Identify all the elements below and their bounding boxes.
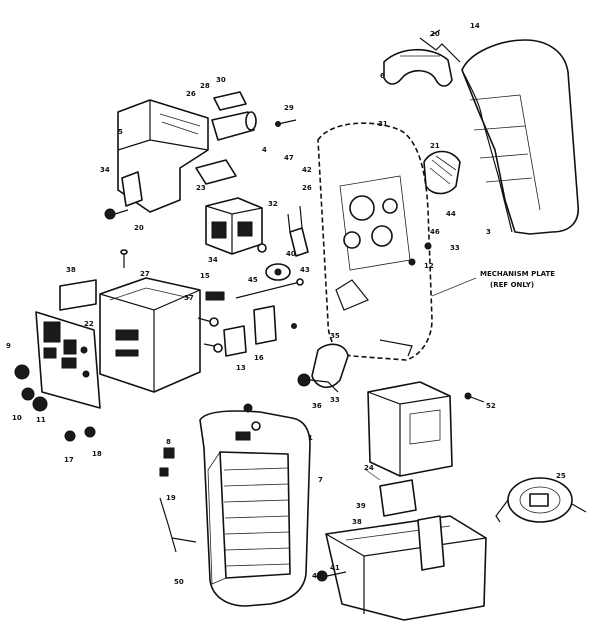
callout: 31	[378, 120, 388, 128]
callout: 29	[284, 104, 294, 112]
callout: 40	[286, 250, 296, 258]
callout: 9	[6, 342, 11, 350]
callout: 23	[196, 184, 206, 192]
side-bracket	[121, 171, 143, 207]
terminals	[197, 291, 225, 353]
callout: 20	[134, 224, 144, 232]
callout: 21	[430, 142, 440, 150]
callout: 33	[450, 244, 460, 252]
callout: 38	[66, 266, 76, 274]
callout: 37	[184, 294, 194, 302]
control-box	[99, 277, 201, 393]
callout: 28	[200, 82, 210, 90]
callout: 48	[312, 572, 322, 580]
callout: 32	[268, 200, 278, 208]
callout: 35	[330, 332, 340, 340]
callout: 33	[330, 396, 340, 404]
cord-reel	[495, 477, 587, 523]
base-upper-bracket	[379, 479, 445, 571]
note-mechanism-plate: MECHANISM PLATE	[480, 270, 555, 278]
front-grille-cabinet	[199, 410, 311, 607]
callout-labels: 14 20 6 3 30 26 5 4 28 29 23 34 20 47 42…	[6, 22, 566, 586]
callout: 20	[430, 30, 440, 38]
control-panel	[35, 311, 101, 409]
callout: 1	[308, 434, 313, 442]
callout: 38	[352, 518, 362, 526]
callout: 12	[424, 262, 434, 270]
callout: 7	[318, 476, 323, 484]
label-card	[59, 279, 97, 311]
nut	[424, 242, 432, 250]
plate	[195, 159, 237, 185]
bracket-top	[213, 91, 247, 111]
callout: 15	[200, 272, 210, 280]
callout: 45	[248, 276, 258, 284]
callout: 43	[300, 266, 310, 274]
blower-wheel	[423, 150, 461, 195]
switch-assembly	[287, 205, 309, 257]
screw	[104, 208, 129, 220]
washer	[257, 243, 267, 253]
knobs	[14, 364, 96, 442]
screw	[277, 119, 297, 125]
callout: 30	[216, 76, 226, 84]
thermostat	[223, 305, 277, 357]
callout: 50	[174, 578, 184, 586]
capacitor	[211, 111, 257, 141]
nut	[408, 258, 416, 266]
callout: 26	[186, 90, 196, 98]
callout: 16	[254, 354, 264, 362]
callout: 41	[330, 564, 340, 572]
callout: 46	[430, 228, 440, 236]
callout: 4	[262, 146, 267, 154]
callout: 6	[380, 72, 385, 80]
callout: 13	[236, 364, 246, 372]
callout: 10	[12, 414, 22, 422]
callout: 18	[92, 450, 102, 458]
callout: 11	[36, 416, 46, 424]
note-ref-only: (REF ONLY)	[490, 281, 534, 289]
callout: 34	[100, 166, 110, 174]
callout: 42	[302, 166, 312, 174]
callout: 34	[208, 256, 218, 264]
screw-shaft	[467, 395, 485, 403]
callout: 8	[166, 438, 171, 446]
screw-shaft	[326, 571, 347, 577]
callout: 19	[166, 494, 176, 502]
callout: 3	[486, 228, 491, 236]
relay-block	[205, 197, 263, 255]
shaft-rod	[235, 281, 301, 299]
callout: 27	[140, 270, 150, 278]
callout: 47	[284, 154, 294, 162]
cam	[265, 263, 291, 281]
rear-housing	[461, 39, 579, 235]
callout: 25	[556, 472, 566, 480]
callout: 36	[312, 402, 322, 410]
handle-spring	[419, 29, 461, 63]
callout: 5	[118, 128, 123, 136]
mechanism-plate	[317, 122, 433, 361]
callout: 39	[356, 502, 366, 510]
fasteners-front	[159, 403, 261, 553]
callout: 52	[486, 402, 496, 410]
callout: 24	[364, 464, 374, 472]
base-bracket	[367, 381, 453, 477]
callout: 26	[302, 184, 312, 192]
carry-handle	[383, 49, 453, 87]
callout: 17	[64, 456, 74, 464]
callout: 22	[84, 320, 94, 328]
base-tank	[325, 515, 487, 621]
callout: 44	[446, 210, 456, 218]
callout: 14	[470, 22, 480, 30]
screw	[291, 323, 297, 329]
cam-lever	[297, 343, 349, 393]
